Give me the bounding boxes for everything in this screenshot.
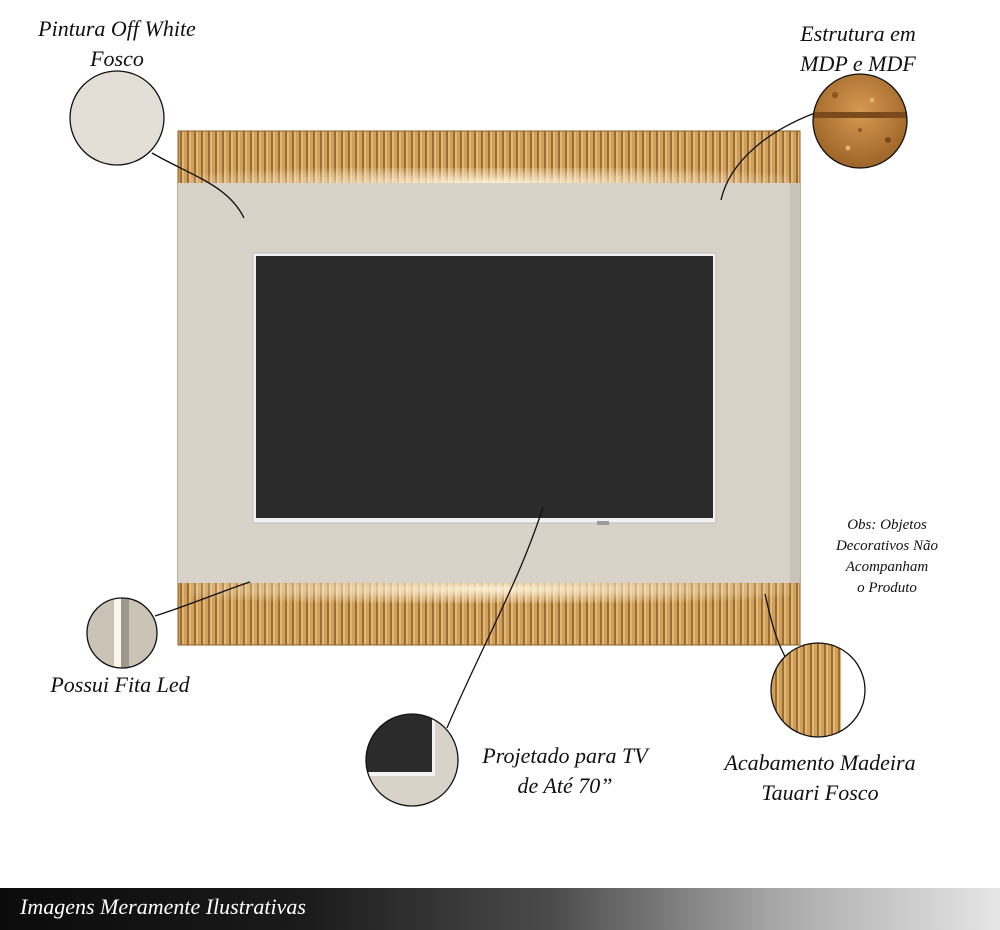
wood-label: Acabamento Madeira Tauari Fosco <box>724 750 916 805</box>
led-label: Possui Fita Led <box>50 672 190 697</box>
structure-label: Estrutura em MDP e MDF <box>800 21 916 76</box>
paint-label: Pintura Off White Fosco <box>38 16 196 71</box>
footer-banner: Imagens Meramente Ilustrativas <box>0 888 1000 930</box>
mdp-swatch <box>812 73 908 169</box>
tv-label: Projetado para TV de Até 70” <box>482 743 648 798</box>
tv-swatch <box>365 713 459 807</box>
led-swatch <box>86 597 158 669</box>
callout-lines <box>151 112 816 729</box>
product-illustration <box>69 70 908 807</box>
television <box>252 252 717 525</box>
wood-swatch <box>770 642 866 738</box>
footer-text: Imagens Meramente Ilustrativas <box>20 894 306 919</box>
decor-note: Obs: Objetos Decorativos Não Acompanham … <box>835 517 939 596</box>
paint-swatch <box>69 70 165 166</box>
